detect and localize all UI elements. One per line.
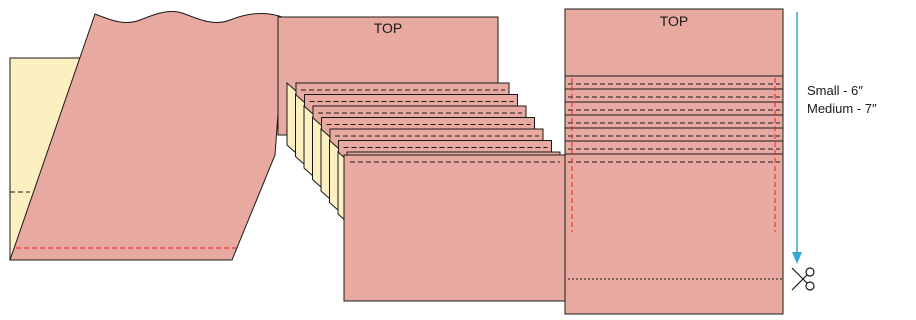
size-medium-label: Medium - 7″ bbox=[807, 101, 877, 116]
pleat-rows bbox=[565, 75, 783, 163]
middle-top-label: TOP bbox=[374, 20, 403, 36]
fabric-sheet bbox=[9, 11, 286, 261]
right-finished-panel: TOP bbox=[564, 8, 784, 315]
right-top-label: TOP bbox=[660, 13, 689, 29]
scissors-icon bbox=[791, 267, 815, 291]
pleat-folds bbox=[286, 81, 561, 224]
middle-pleat-stack: TOP bbox=[277, 16, 567, 302]
size-small-label: Small - 6″ bbox=[807, 83, 863, 98]
left-fabric-panel bbox=[9, 11, 286, 261]
middle-front-panel bbox=[343, 154, 567, 302]
arrow-head bbox=[792, 252, 802, 264]
length-arrow bbox=[792, 12, 802, 264]
